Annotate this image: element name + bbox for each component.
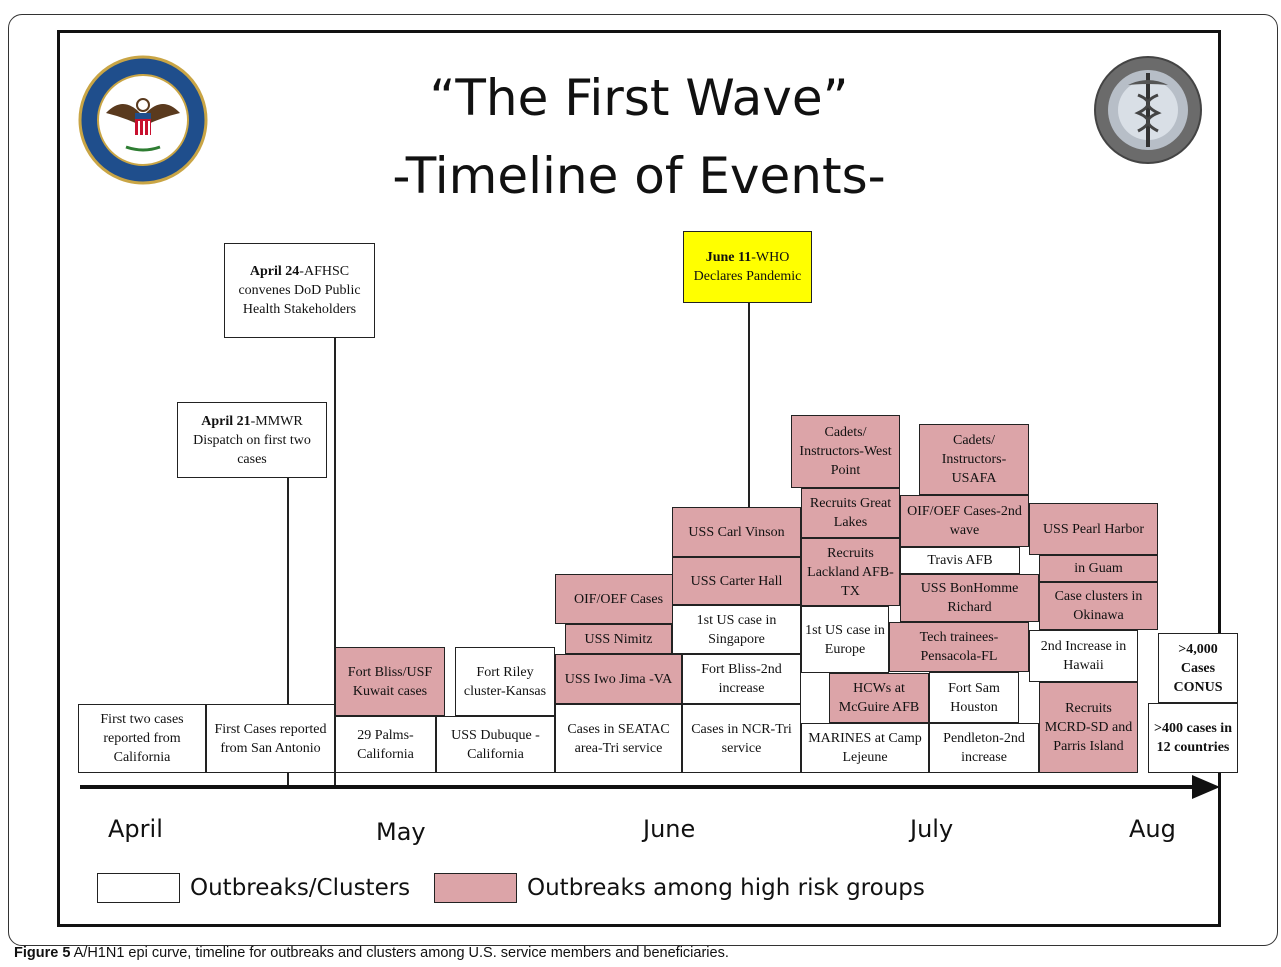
- event-okinawa: Case clusters in Okinawa: [1039, 582, 1158, 630]
- event-great-lakes: Recruits Great Lakes: [801, 488, 900, 538]
- milestone-apr21: April 21-MMWR Dispatch on first two case…: [177, 402, 327, 478]
- event-travis-afb: Travis AFB: [900, 547, 1020, 574]
- event-conus: >4,000 Cases CONUS: [1158, 633, 1238, 703]
- legend-label-high-risk: Outbreaks among high risk groups: [527, 875, 925, 901]
- caption-label: Figure 5: [14, 945, 71, 961]
- event-mcguire: HCWs at McGuire AFB: [829, 673, 929, 723]
- event-first-two-cases: First two cases reported from California: [78, 704, 206, 773]
- event-west-point: Cadets/ Instructors-West Point: [791, 415, 900, 488]
- figure-caption: Figure 5 A/H1N1 epi curve, timeline for …: [14, 945, 729, 961]
- caption-text: A/H1N1 epi curve, timeline for outbreaks…: [70, 945, 729, 961]
- legend-label-outbreaks: Outbreaks/Clusters: [190, 875, 411, 901]
- figure-border: [8, 14, 1278, 946]
- event-12-countries: >400 cases in 12 countries: [1148, 703, 1238, 773]
- month-label-aug: Aug: [1129, 815, 1176, 843]
- event-europe: 1st US case in Europe: [801, 606, 889, 673]
- event-lackland: Recruits Lackland AFB-TX: [801, 538, 900, 606]
- event-camp-lejeune: MARINES at Camp Lejeune: [801, 723, 929, 773]
- afhsc-seal-icon: [1094, 56, 1202, 164]
- event-uss-pearl-harbor: USS Pearl Harbor: [1029, 503, 1158, 555]
- apr21-connector: [287, 477, 289, 787]
- event-seatac: Cases in SEATAC area-Tri service: [555, 704, 682, 773]
- event-pendleton: Pendleton-2nd increase: [929, 723, 1039, 773]
- event-oif-oef-2nd-wave: OIF/OEF Cases-2nd wave: [900, 495, 1029, 547]
- event-uss-bonhomme-richard: USS BonHomme Richard: [900, 574, 1039, 622]
- month-label-july: July: [910, 815, 954, 843]
- event-first-cases-san-antonio: First Cases reported from San Antonio: [206, 704, 335, 773]
- event-uss-iwo-jima: USS Iwo Jima -VA: [555, 654, 682, 704]
- event-fort-bliss-usf: Fort Bliss/USF Kuwait cases: [335, 647, 445, 716]
- month-label-april: April: [108, 815, 163, 843]
- event-uss-nimitz: USS Nimitz: [565, 624, 672, 654]
- event-singapore: 1st US case in Singapore: [672, 605, 801, 654]
- title-line-1: “The First Wave”: [429, 69, 849, 127]
- title-line-2: -Timeline of Events-: [392, 147, 886, 205]
- event-guam: in Guam: [1039, 555, 1158, 582]
- slide-frame: “The First Wave” -Timeline of Events-: [57, 30, 1221, 927]
- event-uss-carter-hall: USS Carter Hall: [672, 557, 801, 605]
- milestone-jun11: June 11-WHO Declares Pandemic: [683, 231, 812, 303]
- jun11-connector: [748, 302, 750, 512]
- event-oif-oef: OIF/OEF Cases: [555, 574, 682, 624]
- event-fort-riley: Fort Riley cluster-Kansas: [455, 647, 555, 716]
- month-label-june: June: [643, 815, 696, 843]
- legend-swatch-outbreaks: [97, 873, 180, 903]
- milestone-apr24: April 24-AFHSC convenes DoD Public Healt…: [224, 243, 375, 338]
- event-mcrd-parris-island: Recruits MCRD-SD and Parris Island: [1039, 682, 1138, 773]
- event-uss-dubuque: USS Dubuque -California: [436, 716, 555, 773]
- event-usafa: Cadets/ Instructors-USAFA: [919, 424, 1029, 495]
- event-fort-sam-houston: Fort Sam Houston: [929, 672, 1019, 723]
- event-hawaii: 2nd Increase in Hawaii: [1029, 630, 1138, 682]
- month-label-may: May: [376, 818, 426, 846]
- event-fort-bliss-2nd: Fort Bliss-2nd increase: [682, 654, 801, 704]
- timeline-arrow: [80, 775, 1220, 799]
- dod-seal-icon: [78, 55, 208, 185]
- event-uss-carl-vinson: USS Carl Vinson: [672, 507, 801, 557]
- event-29-palms: 29 Palms-California: [335, 716, 436, 773]
- legend-swatch-high-risk: [434, 873, 517, 903]
- apr24-connector: [334, 337, 336, 787]
- event-pensacola: Tech trainees-Pensacola-FL: [889, 622, 1029, 672]
- event-ncr: Cases in NCR-Tri service: [682, 704, 801, 773]
